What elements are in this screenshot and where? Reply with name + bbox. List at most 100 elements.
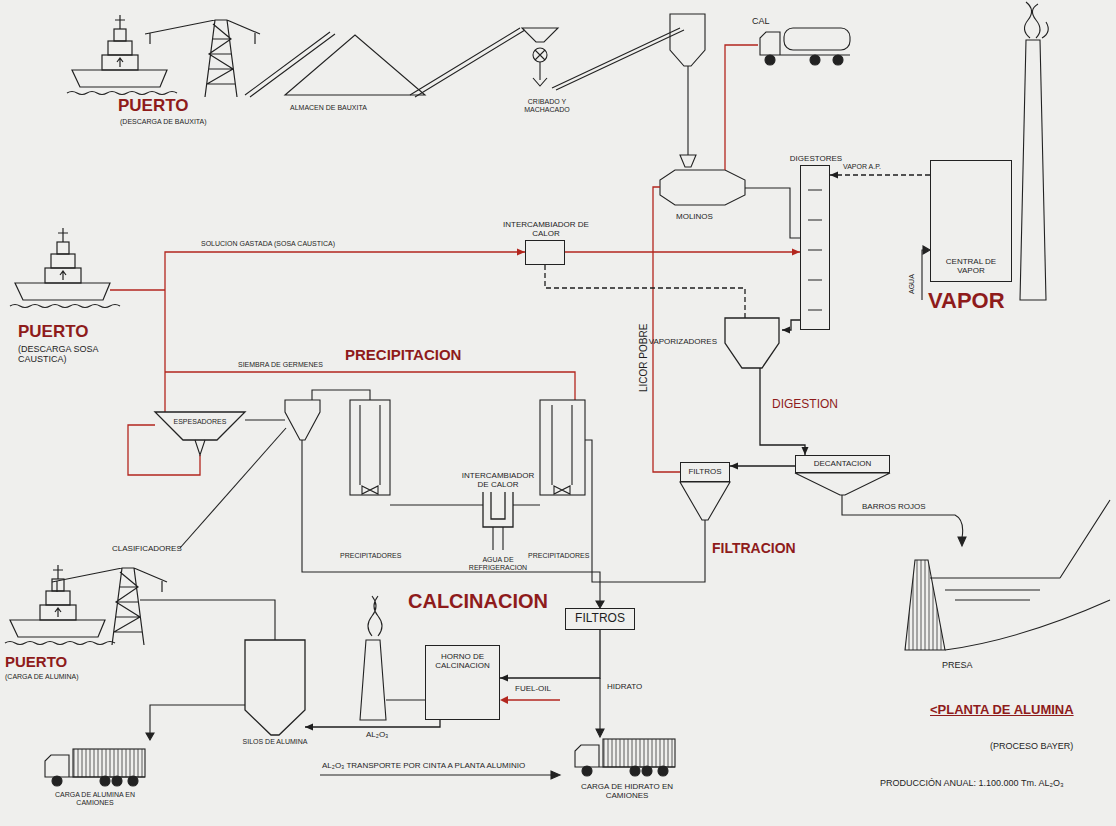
flash-vessel: VAPORIZADORES [722, 318, 782, 368]
truck-symbol-part [45, 749, 145, 786]
part-label: (DESCARGA DE BAUXITA) [120, 118, 207, 126]
precipitation-area [180, 390, 890, 608]
part-label: ALMACEN DE BAUXITA [290, 104, 367, 112]
precipitation-area-part [312, 390, 370, 400]
steam-plant-part [1024, 2, 1048, 38]
flow-line [565, 251, 800, 252]
red-mud-dam-part [958, 537, 966, 546]
heat-exchanger: INTERCAMBIADOR DE CALOR [483, 492, 513, 527]
flow-line [545, 265, 745, 318]
calcination-area-part [360, 640, 386, 720]
part-label: (CARGA DE ALUMINA) [5, 673, 79, 681]
alumina-silo-outline [245, 640, 305, 735]
flow-label: AL₂O₃ [365, 730, 389, 739]
calcination-area-part [150, 705, 245, 734]
steam-plant-part [808, 190, 822, 310]
arrow-head [782, 327, 790, 334]
precipitation-area-part [552, 405, 572, 494]
settler: DECANTACION [795, 455, 890, 473]
lime-tanker-part [784, 28, 850, 50]
part-label: PRECIPITACION [345, 346, 461, 363]
red-flow-line-part [165, 372, 575, 400]
flow-line [760, 368, 805, 455]
part-label: AGUA [908, 274, 916, 294]
arrow-head [500, 675, 508, 682]
flow-connector [760, 368, 809, 455]
steam-plant-part [923, 246, 930, 254]
node-heading: DIGESTORES [781, 154, 851, 163]
flow-connector [830, 172, 930, 179]
red-flow-line-part [725, 45, 758, 170]
thickener-outline [155, 412, 245, 440]
part-label: FILTRACION [712, 540, 796, 556]
part-label: AGUA DE REFRIGERACION [458, 556, 538, 572]
flow-connector [730, 463, 795, 470]
arrow-head [305, 724, 313, 731]
alumina-silo-outline [245, 640, 305, 735]
part-label: BARROS ROJOS [862, 502, 926, 511]
bauxite-handling [245, 14, 800, 238]
digester-column: DIGESTORES [800, 165, 830, 330]
heat-exchanger: INTERCAMBIADOR DE CALOR [525, 240, 565, 265]
steam-plant-box: CENTRAL DE VAPOR [930, 160, 1012, 282]
flow-label: VAPOR A.P. [842, 163, 882, 171]
bauxite-handling-part [535, 50, 545, 60]
arrow-head [730, 463, 738, 470]
bauxite-handling-part [245, 32, 335, 97]
bauxite-handling-part [745, 188, 800, 238]
part-label: PRECIPITADORES [340, 552, 401, 560]
part-label: PUERTO [18, 322, 89, 342]
arrow-head [802, 447, 809, 455]
calcination-area-part [140, 600, 275, 640]
calcination-area-part [320, 774, 552, 775]
node-label: HORNO DE CALCINACION [429, 652, 496, 670]
part-label: PRODUCCIÓN ANUAL: 1.100.000 Tm. AL₂O₃ [880, 778, 1064, 788]
red-flow-line [110, 45, 758, 704]
ship-symbol-part [67, 15, 177, 95]
flow-line [782, 320, 800, 330]
calcination-area-part [368, 596, 382, 636]
red-mud-dam [842, 495, 1110, 650]
node-label: ESPESADORES [174, 418, 227, 426]
truck-symbol-part [575, 739, 675, 776]
flow-line [305, 720, 440, 727]
bauxite-handling-part [533, 48, 547, 62]
section-title: DIGESTION [772, 398, 838, 412]
bauxite-handling-part [410, 28, 525, 97]
node-label: DECANTACION [814, 459, 872, 468]
part-label: PUERTO [118, 96, 189, 116]
bauxite-handling-part [660, 170, 745, 205]
flow-line [830, 174, 930, 175]
part-label: LICOR POBRE [638, 324, 650, 392]
bauxite-handling-part [285, 35, 425, 95]
alumina-silo: SILOS DE ALUMINA [245, 640, 305, 735]
flow-line [165, 252, 525, 412]
steam-plant-part [1020, 40, 1046, 300]
red-mud-dam-part [930, 500, 1110, 650]
flow-line [500, 630, 600, 678]
arrow-head [830, 172, 838, 179]
thickener-outline [155, 412, 245, 440]
lime-tanker [760, 28, 850, 65]
calcination-area-part [599, 678, 600, 730]
calcination-area-part [386, 699, 425, 700]
part-label: CAL [752, 16, 770, 26]
red-mud-dam-part [905, 560, 945, 650]
part-label: MOLINOS [676, 212, 713, 221]
calcination-kiln: HORNO DE CALCINACION [425, 645, 500, 720]
part-label: PRECIPITADORES [528, 552, 589, 560]
part-label: PUERTO [5, 653, 67, 670]
filter-box: FILTROS [565, 608, 635, 630]
heat-exchanger-outline [483, 492, 513, 527]
lime-tanker-part [765, 55, 775, 65]
precipitation-area-part [360, 405, 380, 494]
precipitation-area-part [195, 440, 205, 455]
lime-tanker-part [833, 55, 843, 65]
lime-tanker-part [760, 32, 850, 55]
flow-connector [500, 630, 600, 682]
bauxite-handling-part [680, 155, 696, 167]
filter-vessel: FILTROS [680, 462, 730, 482]
part-label: CALCINACION [408, 590, 548, 613]
flow-connector [545, 265, 745, 318]
